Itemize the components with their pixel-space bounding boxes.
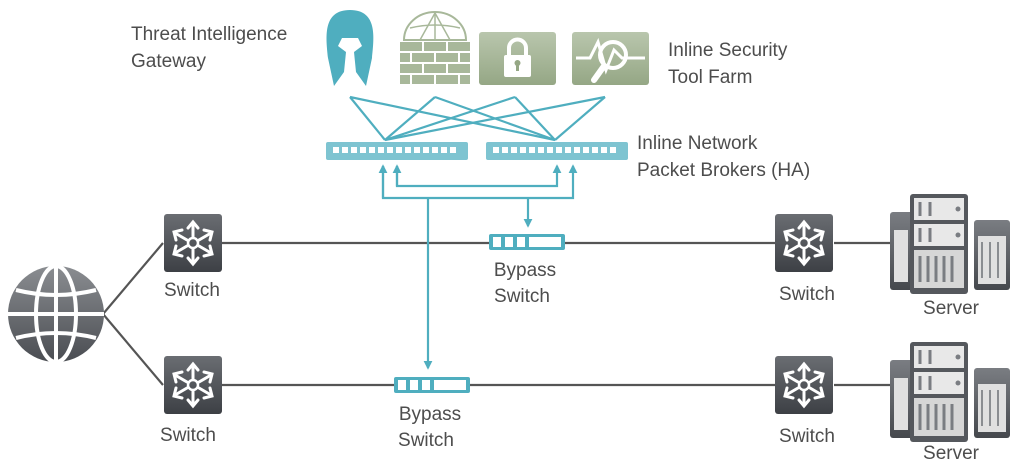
switch-bottom-right-label: Switch xyxy=(779,426,835,447)
tool-mesh-links xyxy=(349,95,606,142)
npb-label-line2: Packet Brokers (HA) xyxy=(637,160,810,181)
switch-bottom-left-icon xyxy=(162,354,224,416)
broker-bypass-links xyxy=(378,164,578,370)
switch-top-left-icon xyxy=(162,212,224,274)
switch-top-right-label: Switch xyxy=(779,284,835,305)
server-bottom-icon xyxy=(888,340,1012,444)
inline-security-label-line2: Tool Farm xyxy=(668,67,752,88)
packet-broker-left xyxy=(326,142,468,160)
tig-label-line2: Gateway xyxy=(131,51,206,72)
network-analyzer-icon xyxy=(572,32,649,85)
switch-top-left-label: Switch xyxy=(164,280,220,301)
switch-bottom-right-icon xyxy=(773,354,835,416)
spartan-helmet-icon xyxy=(326,10,374,86)
globe-icon xyxy=(8,264,104,364)
bypass-top-label-line2: Switch xyxy=(494,286,550,307)
bypass-switch-top-icon xyxy=(489,234,565,250)
switch-top-right-icon xyxy=(773,212,835,274)
tig-label-line1: Threat Intelligence xyxy=(131,24,287,45)
inline-security-label-line1: Inline Security xyxy=(668,40,788,61)
packet-broker-right xyxy=(486,142,628,160)
npb-label-line1: Inline Network xyxy=(637,133,758,154)
server-top-label: Server xyxy=(923,298,980,319)
server-top-icon xyxy=(888,192,1012,296)
lock-icon xyxy=(479,32,556,85)
bypass-bottom-label-line1: Bypass xyxy=(399,404,461,425)
switch-bottom-left-label: Switch xyxy=(160,425,216,446)
bypass-bottom-label-line2: Switch xyxy=(398,430,454,451)
firewall-brick-icon xyxy=(400,11,470,84)
bypass-switch-bottom-icon xyxy=(394,377,470,393)
server-bottom-label: Server xyxy=(923,443,980,464)
bypass-top-label-line1: Bypass xyxy=(494,260,556,281)
